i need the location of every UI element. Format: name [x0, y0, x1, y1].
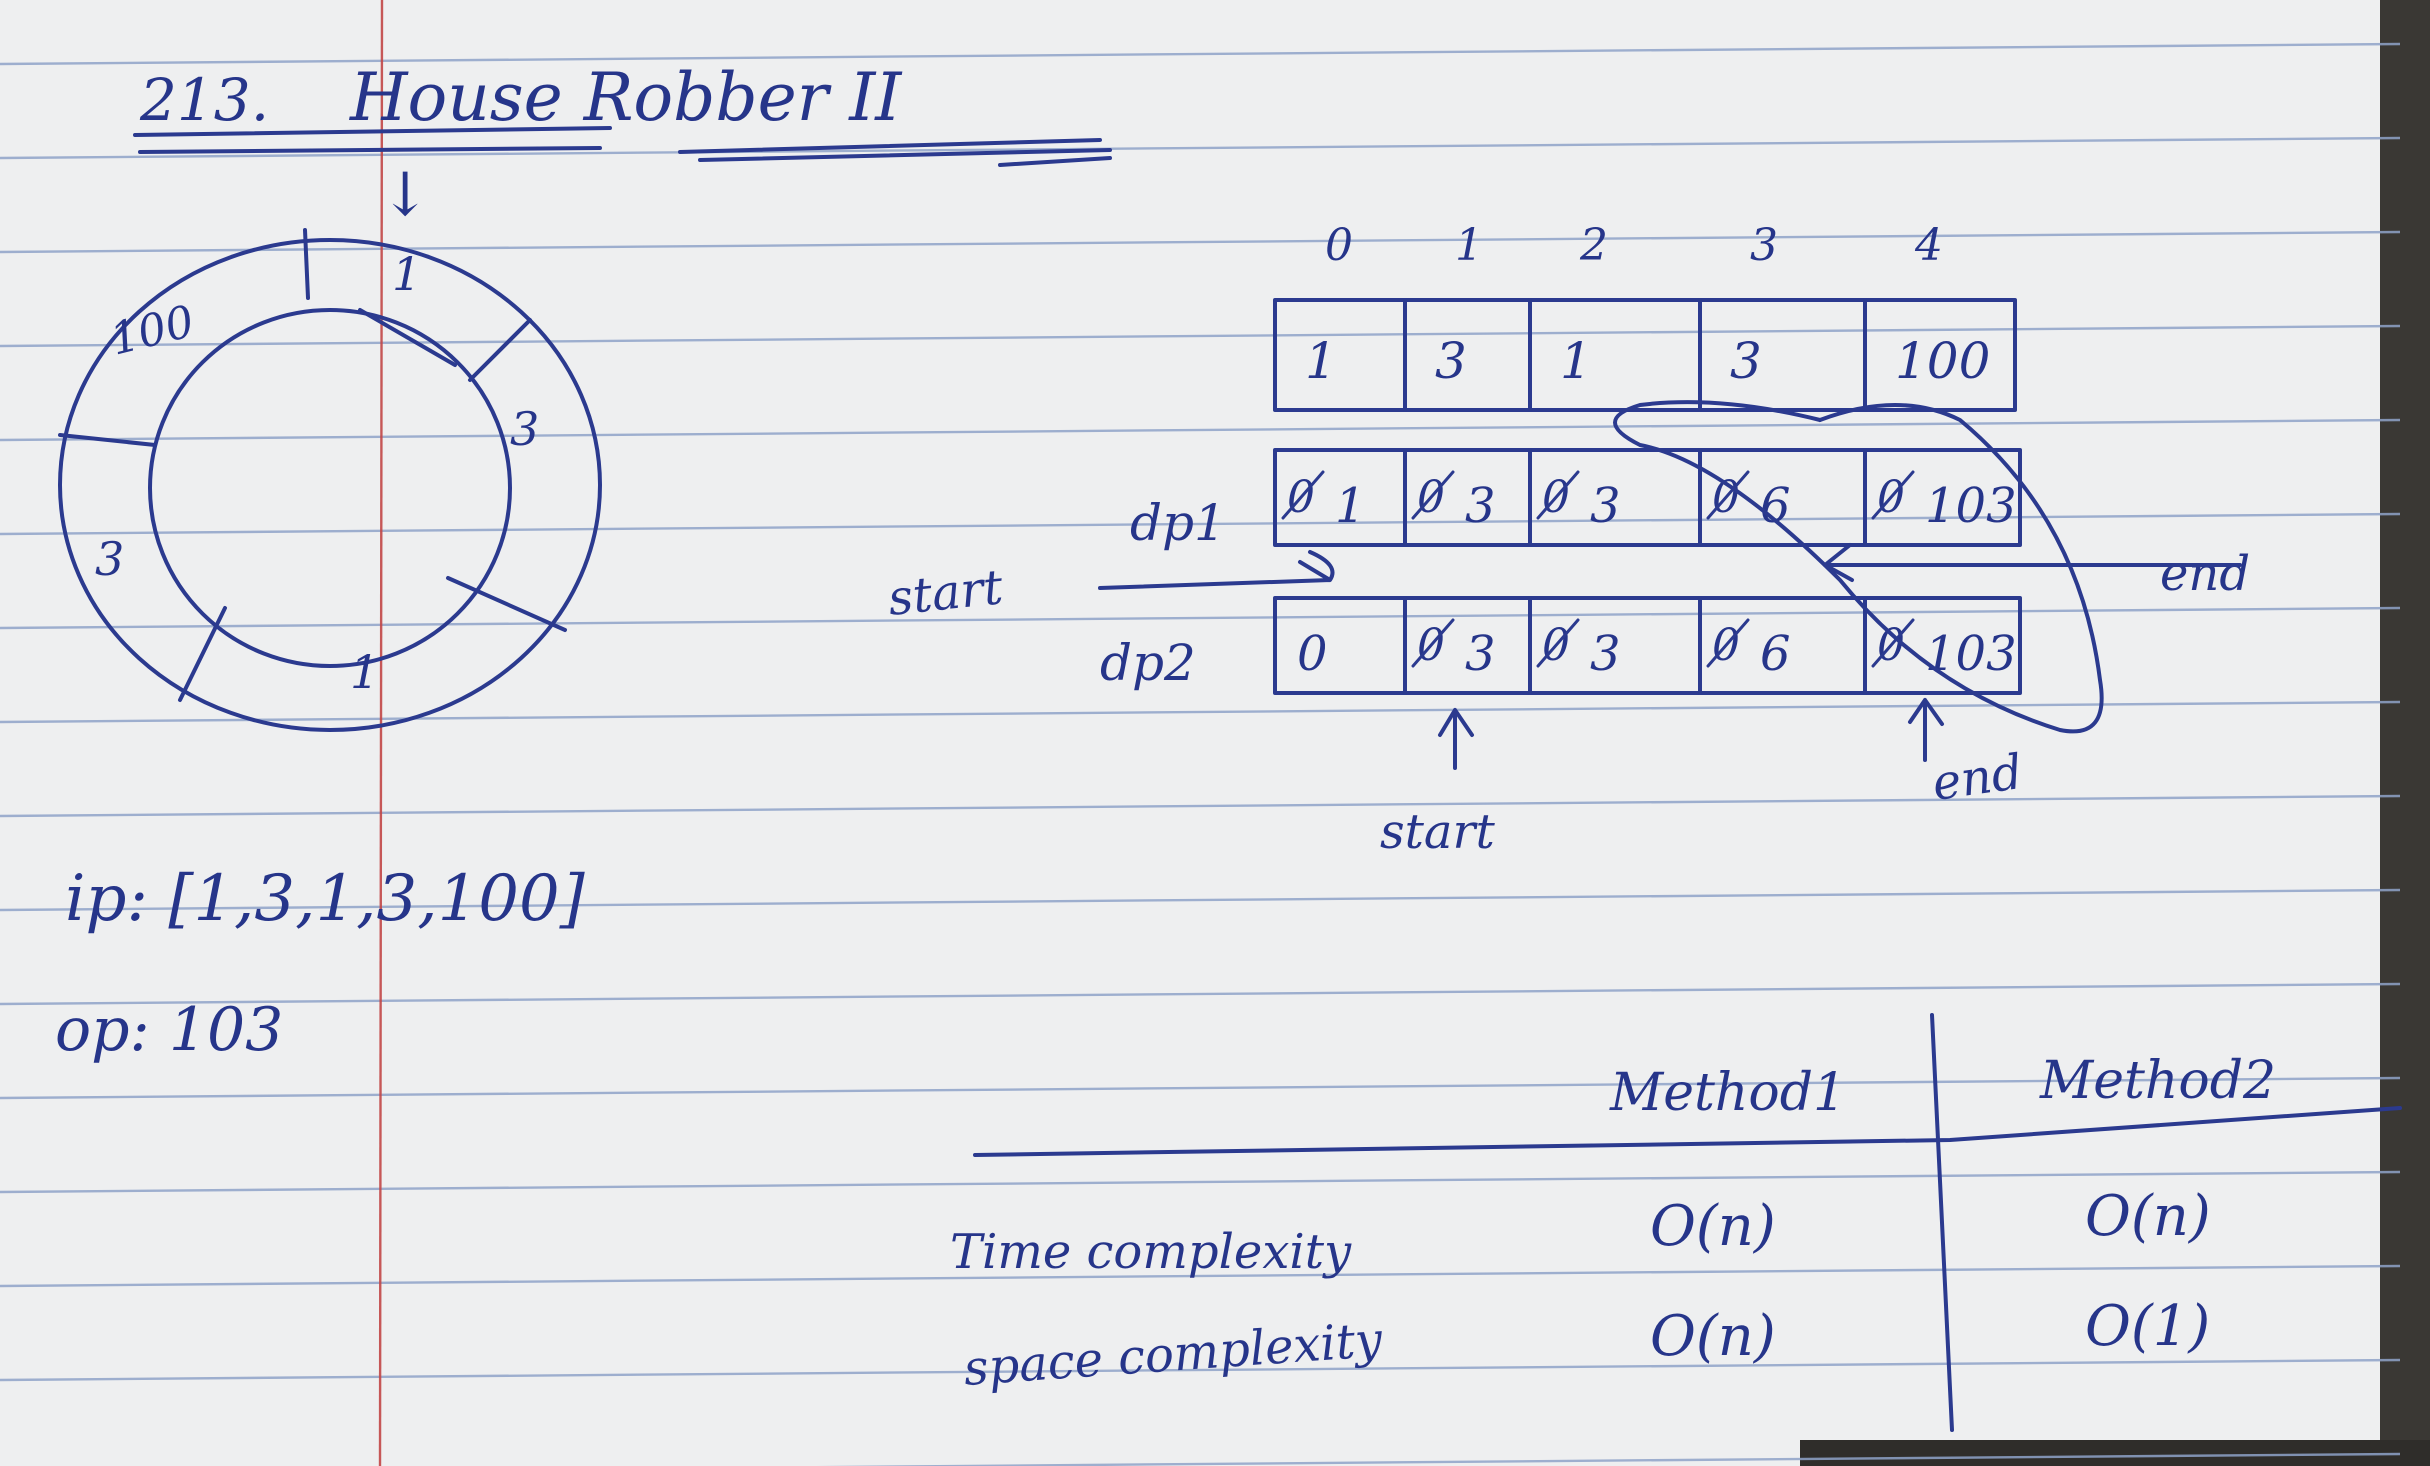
dp2-cell-value: 3 [1590, 626, 1621, 682]
dp2-strike [1536, 618, 1580, 668]
dp1-strike [1281, 470, 1325, 520]
input-array: 0 1 2 3 4 1 3 1 3 100 [1273, 220, 2017, 412]
dp2-cell-value: 6 [1760, 626, 1791, 682]
dp1-start-label: start [885, 559, 1006, 627]
dp2-strike [1871, 618, 1915, 668]
ruled-line [0, 136, 2401, 160]
ruled-line [0, 42, 2401, 66]
row-space-m2: O(1) [2085, 1294, 2210, 1359]
dp1-strike [1706, 470, 1750, 520]
title-name: House Robber II [349, 59, 903, 136]
ruled-line [0, 1170, 2401, 1194]
array-frame [1273, 298, 2017, 412]
paper-shadow [2380, 0, 2430, 1466]
title-number: 213. [139, 66, 269, 134]
ruled-line [0, 1358, 2401, 1382]
circle-house-3: 1 [350, 645, 379, 699]
dp1-frame [1273, 448, 2022, 547]
dp1-cell-value: 3 [1590, 478, 1621, 534]
ruled-line [0, 418, 2401, 442]
ruled-line [0, 512, 2401, 536]
row-time-m2: O(n) [2085, 1184, 2211, 1249]
desk-bottom [1800, 1440, 2430, 1466]
array-index: 4 [1914, 220, 1943, 271]
top-arrow-icon: ↓ [380, 160, 430, 230]
circle-house-2: 3 [510, 402, 539, 456]
output-text: op: 103 [55, 995, 283, 1065]
ruled-line [0, 1264, 2401, 1288]
array-index: 2 [1579, 220, 1608, 271]
dp2-cell-value: 0 [1297, 626, 1328, 682]
dp2-start-label: start [1380, 804, 1495, 860]
dp2-end-label: end [1929, 744, 2026, 812]
array-index: 0 [1325, 220, 1353, 271]
header-method2: Method2 [2039, 1051, 2276, 1111]
array-cell: 100 [1895, 332, 1990, 390]
row-space-m1: O(n) [1650, 1304, 1776, 1369]
dp1-cell-value: 6 [1760, 478, 1791, 534]
dp2-strike [1706, 618, 1750, 668]
row-time-label: Time complexity [950, 1224, 1352, 1280]
row-time-m1: O(n) [1650, 1194, 1776, 1259]
circle-house-4: 3 [95, 532, 124, 586]
title: 213. House Robber II [133, 59, 1112, 167]
dp2-strike [1411, 618, 1455, 668]
dp1-strike [1411, 470, 1455, 520]
dp2-frame [1273, 596, 2022, 695]
dp1-strike [1871, 470, 1915, 520]
header-method1: Method1 [1609, 1063, 1846, 1123]
input-text: ip: [1,3,1,3,100] [65, 862, 586, 936]
dp2-cell-value: 3 [1465, 626, 1496, 682]
dp1-cell-value: 103 [1925, 478, 2017, 534]
ruled-line [0, 794, 2401, 818]
array-index: 1 [1455, 220, 1483, 271]
array-cell: 3 [1435, 332, 1467, 390]
ruled-line [0, 324, 2401, 348]
dp1-cell-value: 1 [1335, 478, 1366, 534]
ruled-line [0, 982, 2401, 1006]
array-cell: 1 [1560, 332, 1592, 390]
complexity-table: Method1 Method2 Time complexity O(n) O(n… [950, 1013, 2402, 1432]
io-section: ip: [1,3,1,3,100] op: 103 [55, 862, 586, 1065]
dp1-cell-value: 3 [1465, 478, 1496, 534]
dp2-label: dp2 [1100, 634, 1196, 692]
dp1-strike [1536, 470, 1580, 520]
ruled-line [0, 888, 2401, 912]
array-index: 3 [1750, 220, 1778, 271]
array-cell: 1 [1305, 332, 1337, 390]
annotations: start end start end [885, 400, 2250, 860]
ruled-line [0, 606, 2401, 630]
ruled-line [0, 1076, 2401, 1100]
array-cell: 3 [1730, 332, 1762, 390]
dp1-end-label: end [2160, 546, 2250, 602]
dp1-label: dp1 [1130, 494, 1226, 552]
circle-house-1: 1 [392, 247, 421, 301]
ruled-line [815, 1452, 2401, 1466]
